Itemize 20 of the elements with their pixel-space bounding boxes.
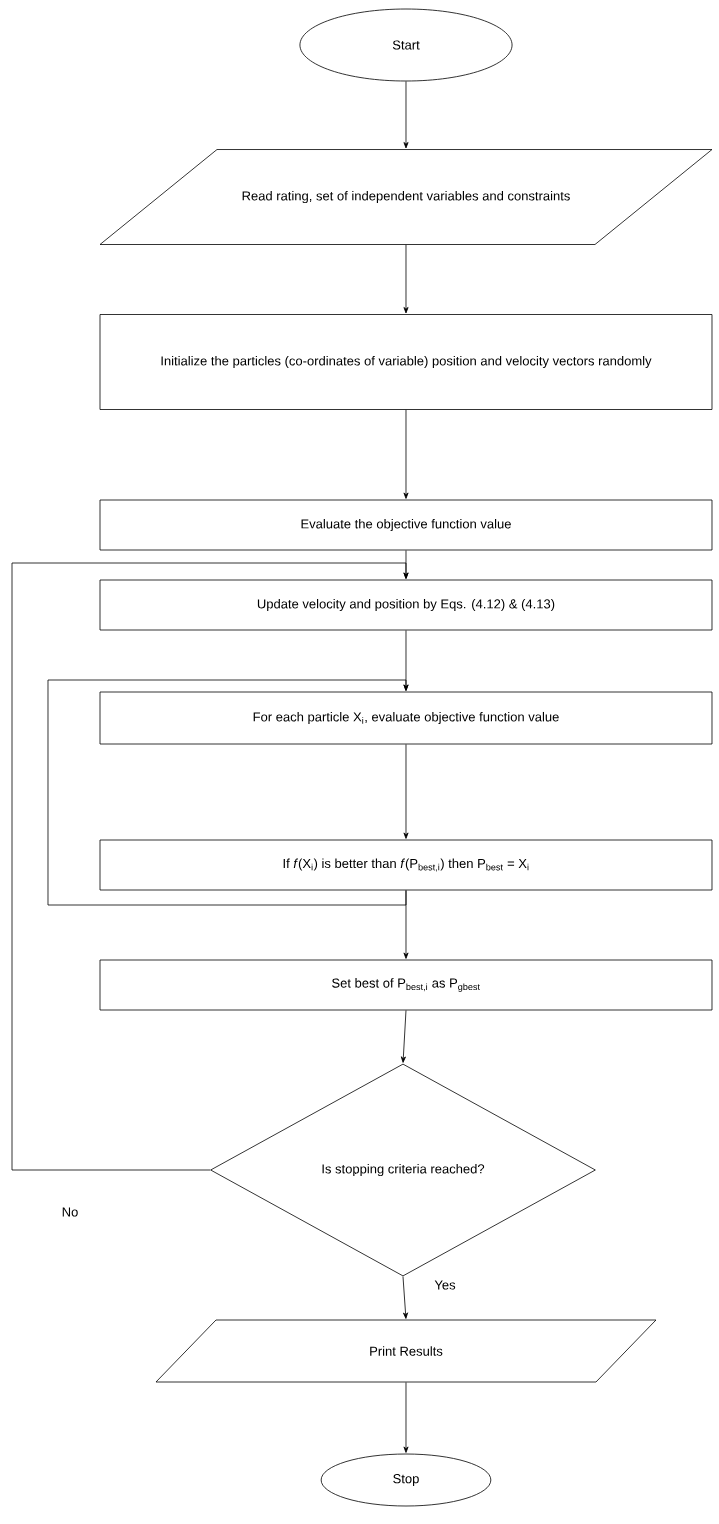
arrow: [403, 81, 409, 149]
arrow: [403, 1382, 409, 1453]
arrow: [403, 890, 409, 959]
process-box: For each particle X$_{i}$, evaluate objective function value: [99, 691, 713, 745]
arrow: [400, 1010, 407, 1063]
edge-label: Yes: [432, 1278, 458, 1292]
edge-label: No: [59, 1205, 81, 1219]
process-box: Set best of P$_{best,i}$ as P$_{gbest}$: [99, 959, 713, 1011]
process-box: Evaluate the objective function value: [99, 499, 713, 551]
arrow: [11, 562, 409, 1171]
output-parallelogram: Print Results: [155, 1319, 657, 1383]
arrow: [47, 679, 409, 906]
arrow: [402, 1276, 409, 1319]
process-box: Initialize the particles (co-ordinates of variable) position and velocity vectors randomly: [99, 314, 713, 410]
process-box: Update velocity and position by Eqs. (4.12) & (4.13): [99, 579, 713, 631]
arrow: [403, 409, 409, 499]
arrow: [403, 744, 409, 839]
arrow: [403, 244, 409, 314]
input-parallelogram: Read rating, set of independent variables and constraints: [99, 149, 713, 245]
process-box: If f(X$_{i}$) is better than f(P$_{best,i}$) then P$_{best}$ = X$_{i}$: [99, 839, 713, 891]
